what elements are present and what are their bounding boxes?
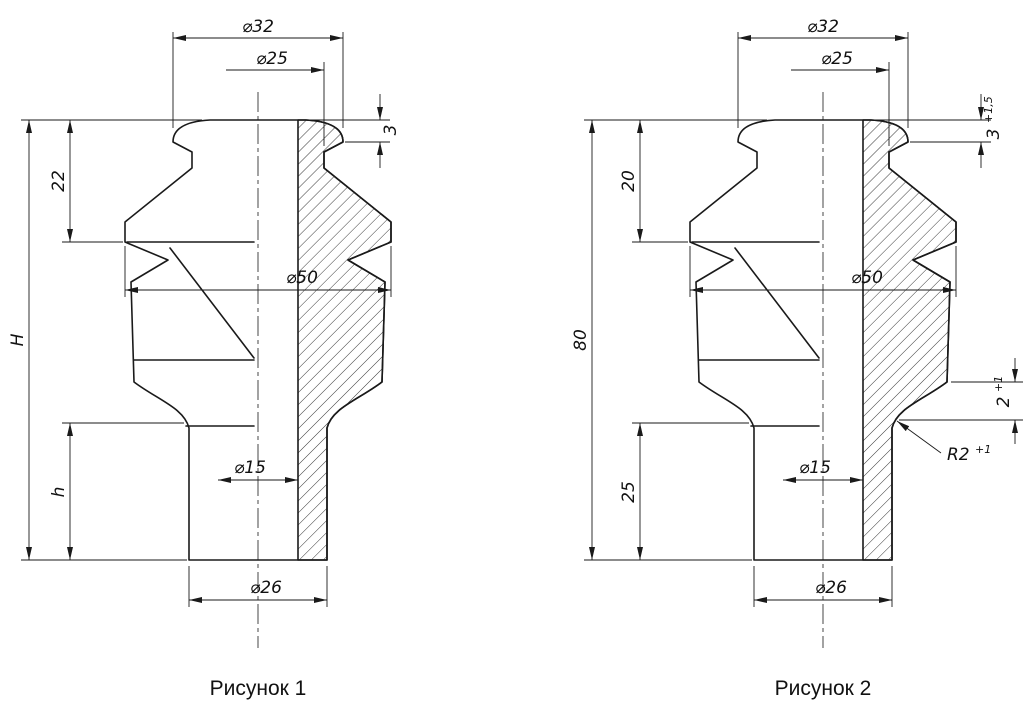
dim-stem-label: 25 <box>619 481 639 503</box>
dim-d25: ⌀25 <box>226 49 325 146</box>
dim-upper-label: 22 <box>49 170 69 192</box>
figure-2: ⌀32 ⌀25 3 +1,5 20 <box>571 17 1023 700</box>
leader-line <box>896 420 942 454</box>
figure-1-caption: Рисунок 1 <box>210 677 307 700</box>
part-edge-lines <box>691 241 820 427</box>
dim-d32: ⌀32 <box>172 17 344 128</box>
dim-d15: ⌀15 <box>218 458 298 483</box>
part-section-hatched <box>862 119 957 561</box>
figure-2-caption: Рисунок 2 <box>775 677 872 700</box>
dim-lip: 3 +1,5 <box>875 94 1004 168</box>
dim-d26: ⌀26 <box>188 566 328 607</box>
dim-d50: ⌀50 <box>124 246 392 297</box>
dim-lip-label: 3 <box>984 129 1004 140</box>
dim-groove-width: 2 +1 <box>899 358 1023 444</box>
dim-groove-radius: R2 +1 <box>896 420 991 465</box>
dim-radius-tolerance: +1 <box>975 443 991 456</box>
dim-stem-height: h <box>49 422 184 560</box>
dim-radius-label: R2 <box>947 445 970 465</box>
dim-lip: 3 <box>310 94 401 168</box>
part-section-hatched <box>297 119 392 561</box>
dim-total-height: H <box>8 119 187 561</box>
figure-1: ⌀32 ⌀25 3 22 H <box>8 17 401 700</box>
dim-d50-label: ⌀50 <box>286 268 318 288</box>
dim-d50: ⌀50 <box>689 246 957 297</box>
dim-stem-label: h <box>49 487 69 498</box>
dim-d25: ⌀25 <box>791 49 890 146</box>
dim-lip-tolerance: +1,5 <box>982 96 995 123</box>
dim-d15-label: ⌀15 <box>234 458 266 478</box>
dim-stem-height: 25 <box>619 422 749 560</box>
dim-groove-tolerance: +1 <box>992 376 1005 392</box>
dim-d32-label: ⌀32 <box>242 17 274 37</box>
dim-upper: 20 <box>619 119 767 243</box>
dim-total-label: H <box>8 333 28 346</box>
dim-d15-label: ⌀15 <box>799 458 831 478</box>
dim-total-label: 80 <box>571 329 591 351</box>
dim-upper: 22 <box>49 119 202 243</box>
dim-d50-label: ⌀50 <box>851 268 883 288</box>
dim-d25-label: ⌀25 <box>256 49 288 69</box>
dim-d25-label: ⌀25 <box>821 49 853 69</box>
dim-d26: ⌀26 <box>753 566 893 607</box>
dim-total-height: 80 <box>571 119 752 561</box>
dim-d15: ⌀15 <box>783 458 863 483</box>
dim-groove-label: 2 <box>994 397 1014 408</box>
part-edge-lines <box>126 241 255 427</box>
dim-lip-label: 3 <box>381 125 401 136</box>
dim-d26-label: ⌀26 <box>815 578 847 598</box>
dim-d26-label: ⌀26 <box>250 578 282 598</box>
dim-d32-label: ⌀32 <box>807 17 839 37</box>
dim-upper-label: 20 <box>619 170 639 192</box>
dim-d32: ⌀32 <box>737 17 909 128</box>
